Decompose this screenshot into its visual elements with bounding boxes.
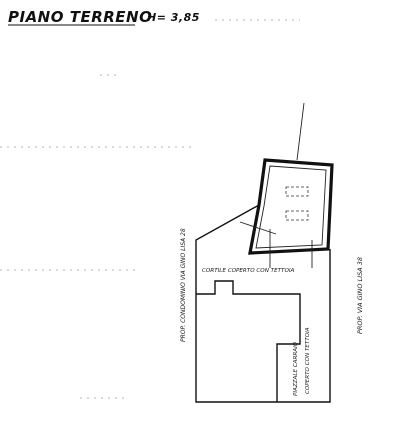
skylight-lower <box>285 210 309 221</box>
floor-title: PIANO TERRENO <box>8 8 152 26</box>
label-parking-sub: COPERTO CON TETTOIA <box>305 327 311 394</box>
label-courtyard: CORTILE COPERTO CON TETTOIA <box>202 268 295 274</box>
label-right-property: PROP. VIA GINO LISA 38 <box>356 257 364 334</box>
label-left-property: PROP. CONDOMINIO VIA GINO LISA 28 <box>180 228 187 342</box>
skylight-upper <box>285 186 309 197</box>
courtyard-outline <box>195 204 331 403</box>
floor-height: H= 3,85 <box>147 11 200 24</box>
label-parking: PIAZZALE CARRAIO <box>293 341 299 396</box>
scan-noise <box>0 19 300 399</box>
upper-room <box>239 102 334 268</box>
section-line-diagonal <box>239 221 277 235</box>
leader-line-top <box>296 102 305 161</box>
